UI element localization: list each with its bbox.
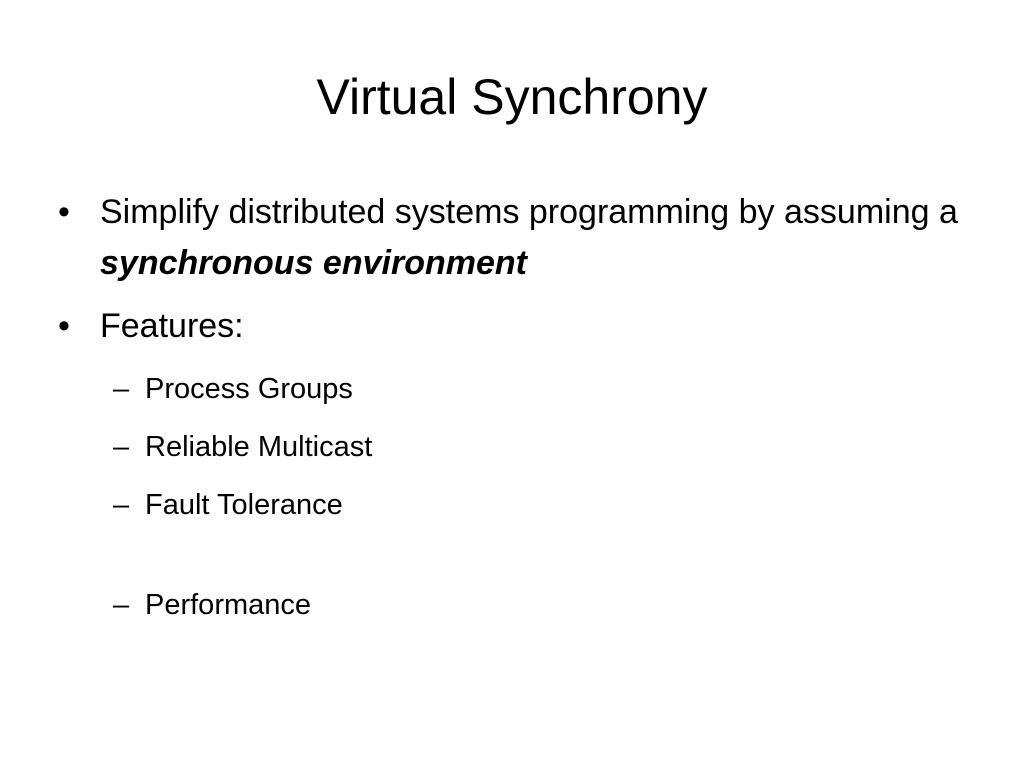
sub-bullet-marker: – xyxy=(113,489,130,521)
bullet-item-simplify: • Simplify distributed systems programmi… xyxy=(58,187,968,289)
sub-bullet-text: Process Groups xyxy=(145,373,353,405)
sub-bullet-reliable-multicast: – Reliable Multicast xyxy=(113,425,913,469)
sub-bullet-performance: – Performance xyxy=(113,583,913,627)
bullet-text: Features: xyxy=(100,307,244,345)
sub-bullet-marker: – xyxy=(113,431,130,463)
slide-title: Virtual Synchrony xyxy=(316,69,708,125)
sub-bullet-marker: – xyxy=(113,589,130,621)
bullet-text: Simplify distributed systems programming… xyxy=(100,193,958,231)
sub-bullet-text: Fault Tolerance xyxy=(145,489,343,521)
sub-bullet-text: Reliable Multicast xyxy=(145,431,373,463)
sub-bullet-text: Performance xyxy=(145,589,312,621)
bullet-list: • Simplify distributed systems programmi… xyxy=(58,187,968,364)
bullet-item-features: • Features: xyxy=(58,301,968,352)
sub-bullet-process-groups: – Process Groups xyxy=(113,367,913,411)
sub-bullet-list: – Process Groups – Reliable Multicast – … xyxy=(113,367,913,641)
bullet-emphasis: synchronous environment xyxy=(100,244,527,282)
sub-bullet-marker: – xyxy=(113,373,130,405)
bullet-marker: • xyxy=(58,307,70,345)
bullet-marker: • xyxy=(58,193,70,231)
sub-bullet-fault-tolerance: – Fault Tolerance xyxy=(113,483,913,527)
